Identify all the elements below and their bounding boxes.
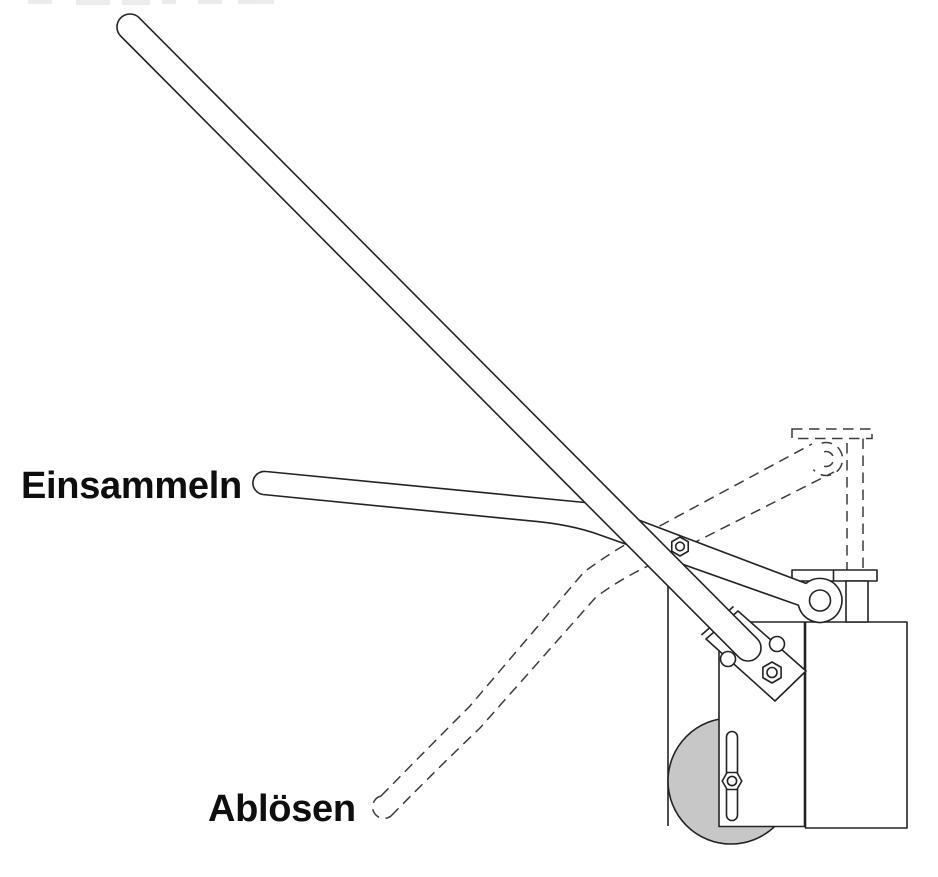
bracket-nut-bore: [766, 666, 778, 679]
bracket-hole-lower: [719, 650, 737, 668]
collect-lever-arm: [252, 470, 843, 624]
top-crop-artifact: [28, 0, 274, 5]
bracket-hole-upper: [768, 635, 786, 653]
main-rod: [116, 13, 762, 662]
dashed-lever-hook-inner: [819, 450, 835, 468]
flange-plate: [791, 569, 878, 582]
pivot-nut-bore: [674, 541, 686, 552]
adjuster-nut-bore: [726, 775, 738, 787]
dashed-lever-lower-edge: [390, 471, 835, 817]
dashed-linework: [371, 428, 873, 820]
label-einsammeln: Einsammeln: [21, 465, 242, 507]
dashed-lever-hook-outer: [812, 441, 844, 477]
dashed-lever-upper-edge: [380, 443, 813, 797]
label-abloesen: Ablösen: [208, 788, 356, 830]
post-column: [845, 580, 869, 623]
lever-loop-bore: [808, 589, 832, 612]
solid-linework: [116, 13, 908, 845]
body-block: [804, 621, 908, 829]
raised-post-crossbar: [791, 428, 873, 440]
dashed-lever-handle-cap: [371, 795, 392, 820]
